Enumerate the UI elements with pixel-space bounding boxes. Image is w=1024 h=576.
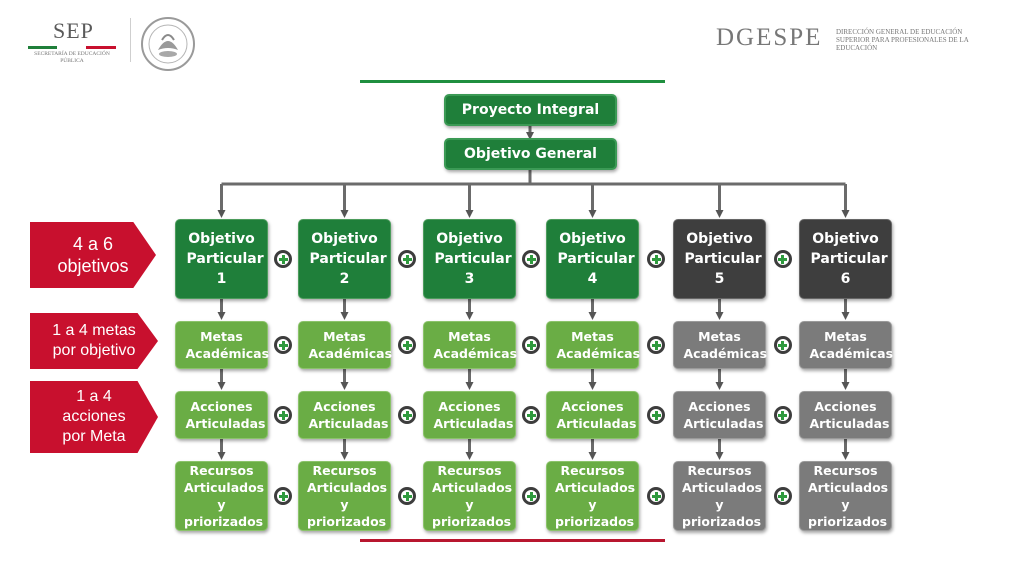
general-objective-box: Objetivo General (444, 138, 617, 170)
metas-box-2: Metas Académicas (298, 321, 393, 369)
dgespe-title: DGESPE (716, 24, 823, 51)
objective-box-1: Objetivo Particular 1 (175, 219, 268, 299)
plus-icon-metas-3 (522, 336, 540, 354)
metas-box-6: Metas Académicas (799, 321, 894, 369)
acciones-label-1: Acciones Articuladas (185, 399, 266, 431)
objective-box-3: Objetivo Particular 3 (423, 219, 516, 299)
objective-label-3: Objetivo Particular 3 (434, 231, 512, 287)
sep-tricolor-bar (28, 46, 116, 49)
plus-icon-acciones-5 (773, 406, 792, 424)
acciones-label-6: Acciones Articuladas (809, 399, 890, 431)
recursos-box-4: Recursos Articulados y priorizados (546, 461, 639, 531)
tag-metas-text: 1 a 4 metas por objetivo (52, 322, 136, 359)
objective-label-6: Objetivo Particular 6 (810, 231, 888, 287)
metas-label-6: Metas Académicas (809, 329, 894, 361)
acciones-box-6: Acciones Articuladas (799, 391, 892, 439)
recursos-box-3: Recursos Articulados y priorizados (423, 461, 516, 531)
dgespe-logo: DGESPE DIRECCIÓN GENERAL DE EDUCACIÓN SU… (716, 24, 996, 58)
metas-label-5: Metas Académicas (683, 329, 768, 361)
sep-title: SEP (53, 18, 94, 43)
tag-objectives-text: 4 a 6 objetivos (57, 234, 129, 276)
objective-label-1: Objetivo Particular 1 (186, 231, 264, 287)
recursos-box-5: Recursos Articulados y priorizados (673, 461, 766, 531)
project-box: Proyecto Integral (444, 94, 617, 126)
acciones-label-5: Acciones Articuladas (683, 399, 764, 431)
recursos-label-6: Recursos Articulados y priorizados (808, 463, 889, 529)
plus-icon-acciones-4 (647, 406, 665, 424)
acciones-box-5: Acciones Articuladas (673, 391, 766, 439)
recursos-label-5: Recursos Articulados y priorizados (682, 463, 763, 529)
plus-icon-objectives-3 (522, 250, 540, 268)
plus-icon-metas-5 (773, 336, 792, 354)
objective-box-4: Objetivo Particular 4 (546, 219, 639, 299)
objective-label-4: Objetivo Particular 4 (557, 231, 635, 287)
plus-icon-objectives-4 (647, 250, 665, 268)
tag-acciones-text: 1 a 4 acciones por Meta (62, 388, 126, 445)
plus-icon-recursos-5 (773, 487, 792, 505)
mexican-seal-icon (140, 16, 196, 72)
acciones-box-4: Acciones Articuladas (546, 391, 639, 439)
recursos-label-4: Recursos Articulados y priorizados (555, 463, 636, 529)
plus-icon-acciones-2 (398, 406, 416, 424)
recursos-box-6: Recursos Articulados y priorizados (799, 461, 892, 531)
recursos-box-1: Recursos Articulados y priorizados (175, 461, 268, 531)
recursos-label-1: Recursos Articulados y priorizados (184, 463, 265, 529)
tag-acciones: 1 a 4 acciones por Meta (30, 381, 158, 453)
metas-box-5: Metas Académicas (673, 321, 768, 369)
sep-subtitle: SECRETARÍA DE EDUCACIÓN PÚBLICA (34, 51, 110, 64)
plus-icon-recursos-1 (274, 487, 292, 505)
metas-box-3: Metas Académicas (423, 321, 518, 369)
plus-icon-acciones-1 (274, 406, 292, 424)
acciones-label-4: Acciones Articuladas (556, 399, 637, 431)
tag-objectives: 4 a 6 objetivos (30, 222, 156, 288)
metas-label-1: Metas Académicas (185, 329, 270, 361)
acciones-box-1: Acciones Articuladas (175, 391, 268, 439)
plus-icon-objectives-2 (398, 250, 416, 268)
objective-box-2: Objetivo Particular 2 (298, 219, 391, 299)
metas-label-3: Metas Académicas (433, 329, 518, 361)
plus-icon-metas-4 (647, 336, 665, 354)
tag-metas: 1 a 4 metas por objetivo (30, 313, 158, 369)
objective-box-6: Objetivo Particular 6 (799, 219, 892, 299)
top-green-rule (360, 80, 665, 83)
plus-icon-recursos-3 (522, 487, 540, 505)
metas-box-4: Metas Académicas (546, 321, 641, 369)
plus-icon-acciones-3 (522, 406, 540, 424)
plus-icon-objectives-5 (773, 250, 792, 268)
metas-label-2: Metas Académicas (308, 329, 393, 361)
objective-label-2: Objetivo Particular 2 (309, 231, 387, 287)
metas-label-4: Metas Académicas (556, 329, 641, 361)
plus-icon-metas-1 (274, 336, 292, 354)
header-divider (130, 18, 131, 62)
plus-icon-recursos-4 (647, 487, 665, 505)
recursos-label-2: Recursos Articulados y priorizados (307, 463, 388, 529)
plus-icon-objectives-1 (274, 250, 292, 268)
dgespe-subtitle: DIRECCIÓN GENERAL DE EDUCACIÓN SUPERIOR … (836, 28, 969, 52)
acciones-box-3: Acciones Articuladas (423, 391, 516, 439)
recursos-label-3: Recursos Articulados y priorizados (432, 463, 513, 529)
acciones-label-3: Acciones Articuladas (433, 399, 514, 431)
recursos-box-2: Recursos Articulados y priorizados (298, 461, 391, 531)
acciones-label-2: Acciones Articuladas (308, 399, 389, 431)
metas-box-1: Metas Académicas (175, 321, 270, 369)
objective-label-5: Objetivo Particular 5 (684, 231, 762, 287)
plus-icon-recursos-2 (398, 487, 416, 505)
objective-box-5: Objetivo Particular 5 (673, 219, 766, 299)
plus-icon-metas-2 (398, 336, 416, 354)
bottom-red-rule (360, 539, 665, 542)
sep-logo: SEP SECRETARÍA DE EDUCACIÓN PÚBLICA (28, 18, 123, 70)
acciones-box-2: Acciones Articuladas (298, 391, 391, 439)
